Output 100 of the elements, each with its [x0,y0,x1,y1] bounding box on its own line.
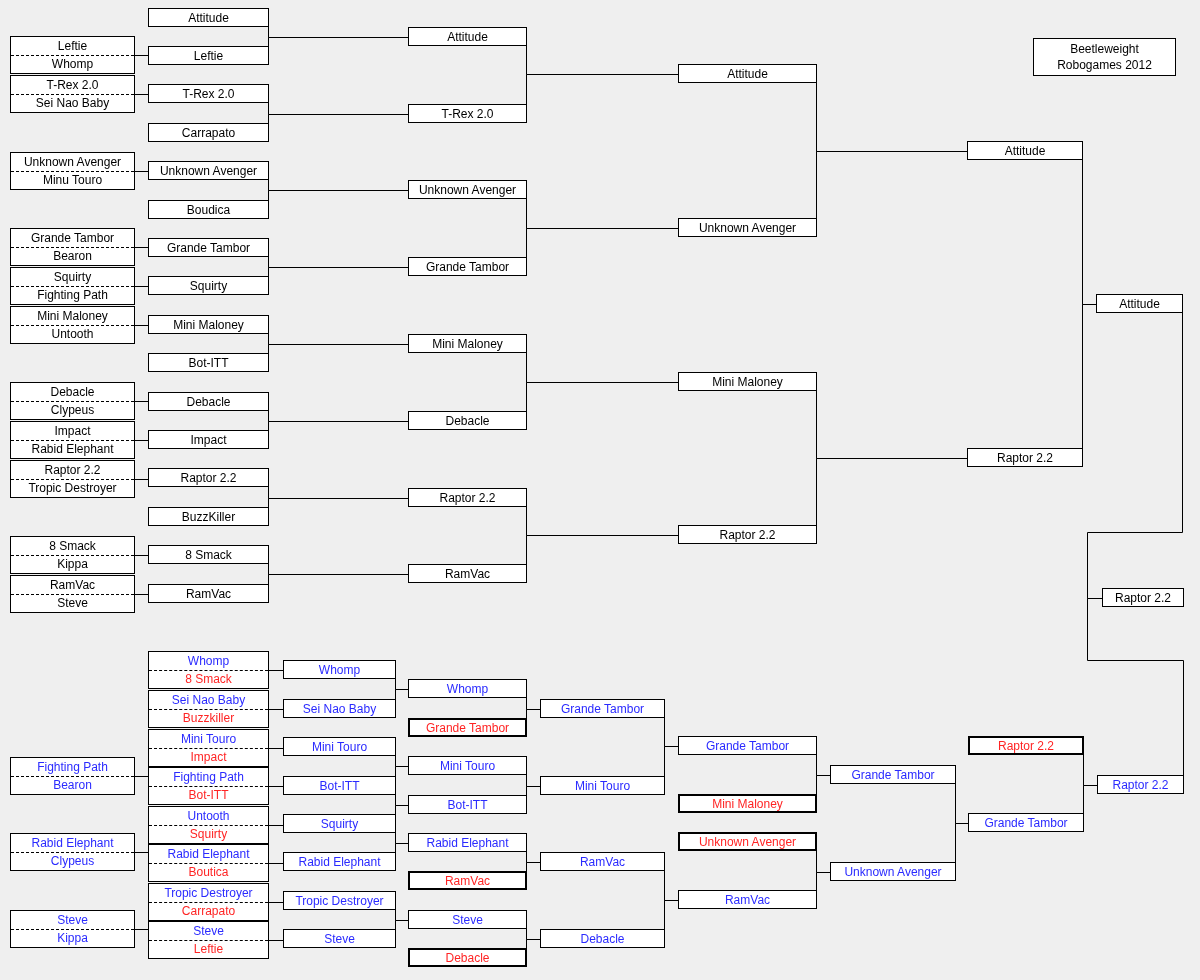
bracket-line [526,228,679,258]
bracket-slot [678,794,817,813]
bracket-slot [967,141,1083,160]
robot-name: 8 Smack [49,538,96,553]
bracket-slot [408,718,527,737]
match-slot [10,575,135,613]
bracket-slot [408,257,527,276]
robot-name: Debacle [445,413,490,428]
robot-name: Unknown Avenger [418,182,517,197]
robot-name: Squirty [53,269,92,284]
robot-name: 8 Smack [185,672,232,687]
robot-name: Sei Nao Baby [35,96,110,111]
bracket-line [134,171,149,172]
bracket-line [395,920,409,930]
bracket-slot [678,736,817,755]
bracket-slot [678,525,817,544]
bracket-slot [283,852,396,871]
match-slot [10,75,135,113]
robot-name: Raptor 2.2 [997,738,1054,753]
robot-name: Impact [54,423,91,438]
robot-name: Grande Tambor [984,815,1068,830]
bracket-line [395,843,409,853]
bracket-slot [148,123,269,142]
match-slot [148,883,269,921]
bracket-slot [283,776,396,795]
robot-name: Steve [57,596,88,611]
robot-name: Grande Tambor [560,701,645,716]
robot-name: Tropic Destroyer [28,481,117,496]
robot-name: Rabid Elephant [31,442,114,457]
bracket-line [134,852,149,853]
bracket-line [268,37,409,47]
bracket-slot [1097,775,1184,794]
match-slot [148,729,269,767]
robot-name: Unknown Avenger [23,154,122,169]
robot-name: Mini Touro [311,739,368,754]
robot-name: Impact [190,750,227,765]
bracket-slot [408,180,527,199]
bracket-slot [540,852,665,871]
robot-name: Debacle [580,931,625,946]
bracket-line [1082,304,1097,449]
robot-name: Minu Touro [42,173,103,188]
bracket-slot [148,161,269,180]
robot-name: Debacle [445,950,490,965]
bracket-slot [283,929,396,948]
bracket-slot [148,238,269,257]
robot-name: Whomp [446,681,489,696]
bracket-line [268,863,284,864]
robot-name: 8 Smack [185,547,232,562]
bracket-line [526,74,679,105]
bracket-line [664,900,679,930]
match-slot [10,757,135,795]
robot-name: RamVac [185,586,232,601]
robot-name: Rabid Elephant [167,846,250,861]
bracket-line [268,498,409,508]
bracket-line [268,670,284,671]
bracket-line [134,594,149,595]
robot-name: Mini Touro [439,758,496,773]
match-slot [10,421,135,459]
bracket-slot [408,756,527,775]
bracket-line [268,748,284,749]
bracket-line [134,929,149,930]
robot-name: Leftie [193,942,224,957]
match-slot [10,228,135,266]
bracket-slot [678,372,817,391]
robot-name: T-Rex 2.0 [46,77,99,92]
bracket-line [816,775,831,795]
bracket-line [268,114,409,124]
match-slot [10,306,135,344]
bracket-line [268,940,284,941]
robot-name: Squirty [320,816,359,831]
robot-name: Whomp [51,57,94,72]
robot-name: Fighting Path [173,769,244,784]
robot-name: Fighting Path [37,288,108,303]
match-slot [10,36,135,74]
bracket-slot [283,699,396,718]
bracket-line [134,325,149,326]
bracket-slot [968,736,1084,755]
robot-name: Attitude [188,10,229,25]
robot-name: Kippa [57,931,88,946]
bracket-slot [148,468,269,487]
robot-name: Attitude [1004,143,1046,158]
robot-name: Raptor 2.2 [719,527,776,542]
bracket-line [395,805,409,815]
robot-name: Debacle [186,394,231,409]
robot-name: RamVac [724,892,771,907]
robot-name: Unknown Avenger [698,834,797,849]
robot-name: Unknown Avenger [844,864,942,879]
match-slot [10,833,135,871]
bracket-slot [540,929,665,948]
robot-name: Mini Maloney [37,308,108,323]
bracket-slot [408,679,527,698]
robot-name: Bot-ITT [319,778,360,793]
bracket-slot [148,46,269,65]
bracket-slot [408,104,527,123]
robot-name: Untooth [51,327,94,342]
robot-name: Tropic Destroyer [164,885,253,900]
robot-name: RamVac [579,854,626,869]
bracket-slot [148,392,269,411]
robot-name: Carrapato [181,904,236,919]
robot-name: Grande Tambor [705,738,790,753]
